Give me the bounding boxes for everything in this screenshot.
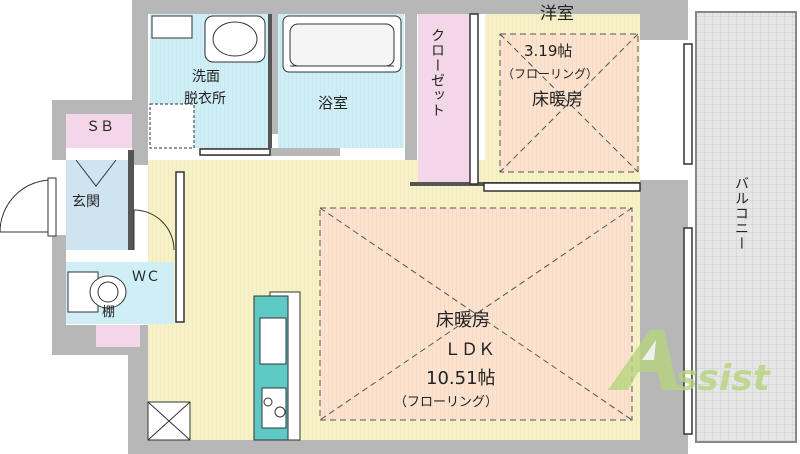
ldk-flooring: （フローリング）: [394, 395, 499, 410]
sliding-doors: [175, 13, 693, 435]
kitchen-counter: [253, 291, 301, 441]
shelf-label: 棚: [102, 305, 116, 320]
washroom-label-line1: 洗面: [192, 69, 220, 85]
svg-text:ssist: ssist: [676, 358, 772, 399]
cooktop-icon: [261, 387, 287, 429]
shelf-floor: [96, 325, 140, 347]
entrance-floor: [66, 160, 132, 250]
toilet-icon: [67, 271, 127, 313]
sink-icon: [259, 317, 287, 365]
closet-floor: [418, 14, 470, 182]
closet-label: クローゼット: [429, 28, 445, 118]
stove-icon: [147, 401, 191, 441]
balcony-floor: [695, 11, 797, 443]
bathtub-icon: [282, 15, 402, 73]
ldk-name: ＬＤＫ: [444, 340, 495, 360]
ldk-heating: 床暖房: [436, 310, 490, 331]
balcony-label: バルコニー: [733, 176, 749, 251]
western-room-size: 3.19帖: [524, 42, 573, 60]
ldk-size: 10.51帖: [426, 368, 496, 389]
toilet-label: ＷＣ: [132, 269, 160, 285]
entrance-label: 玄関: [72, 194, 100, 210]
western-room-heating: 床暖房: [532, 90, 583, 110]
washbasin-icon: [149, 15, 266, 149]
floor-heating-marks: [319, 33, 639, 421]
door-icon: [0, 159, 175, 251]
washroom-label-line2: 脱衣所: [184, 91, 226, 107]
bathroom-label: 浴室: [318, 94, 349, 112]
western-room-flooring: （フローリング）: [502, 67, 599, 81]
shoe-box-floor: [66, 114, 132, 148]
assist-logo: ssist: [608, 330, 772, 399]
western-room-name: 洋室: [540, 4, 574, 24]
shoe-box-label: ＳＢ: [86, 119, 114, 135]
